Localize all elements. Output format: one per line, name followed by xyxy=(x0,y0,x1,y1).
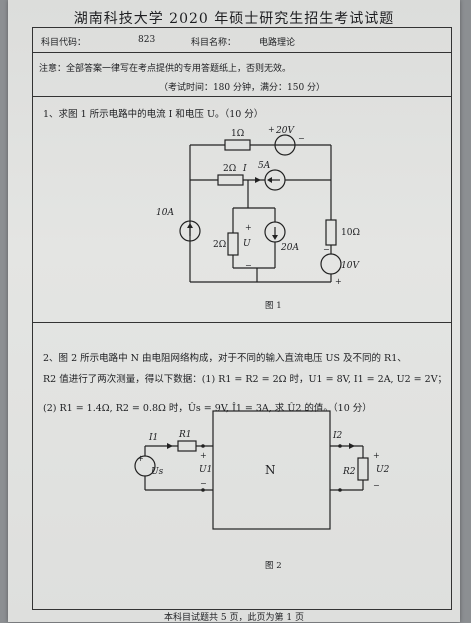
exam-frame: 科目代码： 823 科目名称： 电路理论 注意：全部答案一律写在考点提供的专用答… xyxy=(32,27,452,610)
label-minus: − xyxy=(245,261,252,270)
label-5a: 5A xyxy=(258,161,271,171)
label-plus: + xyxy=(268,125,275,134)
page-footer: 本科目试题共 5 页，此页为第 1 页 xyxy=(164,613,304,623)
question-2-line-2: R2 值进行了两次测量，得以下数据：(1) R1 = R2 = 2Ω 时，U1 … xyxy=(43,374,448,385)
label-2ohm-b: 2Ω xyxy=(213,240,226,250)
label-minus: − xyxy=(298,134,305,143)
subject-info-row: 科目代码： 823 科目名称： 电路理论 xyxy=(33,28,451,53)
label-u2: U2 xyxy=(376,465,390,475)
label-10v: 10V xyxy=(341,261,360,271)
subject-name-value: 电路理论 xyxy=(259,38,296,48)
notice-line: 注意：全部答案一律写在考点提供的专用答题纸上，否则无效。 xyxy=(39,64,292,74)
label-plus: + xyxy=(200,451,207,460)
label-10a: 10A xyxy=(156,208,174,218)
resistor-r1 xyxy=(177,440,197,452)
page-title: 湖南科技大学 2020 年硕士研究生招生考试试题 xyxy=(73,11,395,27)
figure-1-circuit: 1Ω 20V + − 10A 2Ω I 5A xyxy=(156,125,360,286)
subject-code-label: 科目代码： xyxy=(41,38,87,48)
question-2-line-3: (2) R1 = 1.4Ω, R2 = 0.8Ω 时，Ûs = 9V, Î1 =… xyxy=(43,403,372,414)
label-2ohm-a: 2Ω xyxy=(223,164,236,174)
question-2-line-1: 2、图 2 所示电路中 N 由电阻网络构成，对于不同的输入直流电压 US 及不同… xyxy=(43,353,407,364)
subject-code-value: 823 xyxy=(138,35,156,45)
label-i1: I1 xyxy=(148,433,158,443)
label-plus: + xyxy=(373,451,380,460)
exam-page: 湖南科技大学 2020 年硕士研究生招生考试试题 科目代码： 823 科目名称：… xyxy=(8,0,460,623)
label-minus: − xyxy=(323,245,330,254)
network-n-box xyxy=(212,410,331,530)
label-20v: 20V xyxy=(275,126,295,136)
label-plus: + xyxy=(245,223,252,232)
label-1ohm: 1Ω xyxy=(231,129,244,139)
section-divider xyxy=(33,322,451,323)
label-r1: R1 xyxy=(178,430,192,440)
label-current-i: I xyxy=(242,164,247,174)
label-minus: − xyxy=(200,479,207,488)
label-minus: − xyxy=(373,481,380,490)
exam-duration: （考试时间：180 分钟，满分：150 分） xyxy=(158,83,326,93)
label-u1: U1 xyxy=(199,465,212,475)
label-10ohm: 10Ω xyxy=(341,228,360,238)
resistor-r2 xyxy=(357,457,369,481)
subject-name-label: 科目名称： xyxy=(191,38,237,48)
label-network-n: N xyxy=(265,463,276,477)
label-r2: R2 xyxy=(342,467,356,477)
figure-2-caption: 图 2 xyxy=(265,561,282,571)
figure-1-caption: 图 1 xyxy=(265,301,282,311)
question-1: 1、求图 1 所示电路中的电流 I 和电压 U。（10 分） xyxy=(43,109,264,120)
label-plus: + xyxy=(137,454,144,463)
figure-2-circuit: N I1 R1 Us + U1 + − xyxy=(134,410,390,530)
label-us: Us xyxy=(151,467,164,477)
current-source-10a xyxy=(179,220,201,242)
label-voltage-u: U xyxy=(243,239,251,249)
label-plus: + xyxy=(335,277,342,286)
label-20a: 20A xyxy=(280,243,299,253)
label-i2: I2 xyxy=(332,431,343,441)
exam-notice: 注意：全部答案一律写在考点提供的专用答题纸上，否则无效。 （考试时间：180 分… xyxy=(33,53,451,97)
